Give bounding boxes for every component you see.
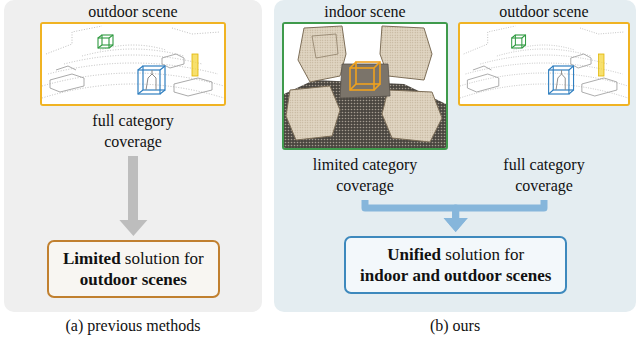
flow-arrow xyxy=(444,200,544,232)
panel-group: (b) ours indoor scene limited category co… xyxy=(274,0,636,341)
indoor-point-cloud xyxy=(284,24,446,148)
scene-image: indoor scene limited category coverage xyxy=(282,2,448,196)
scene-label: outdoor scene xyxy=(458,2,630,22)
solution-text: Limited solution for outdoor scenes xyxy=(63,248,204,290)
coverage-label: limited category coverage xyxy=(303,154,428,196)
panel-group: (a) previous methods outdoor scene xyxy=(4,0,262,341)
image-frame xyxy=(282,22,448,150)
image-frame xyxy=(458,22,630,106)
arrow-shaft xyxy=(456,200,544,218)
arrow-head xyxy=(444,218,468,232)
solution-box: Unified solution for indoor and outdoor … xyxy=(344,236,567,294)
arrow-shaft xyxy=(128,156,138,220)
solution-box: Limited solution for outdoor scenes xyxy=(47,240,220,298)
scene-label: outdoor scene xyxy=(40,2,226,22)
arrow-shaft xyxy=(365,200,456,218)
scene-image: outdoor scene ful xyxy=(40,2,226,152)
scene-label: indoor scene xyxy=(282,2,448,22)
arrow-head xyxy=(119,220,147,236)
scene-image: outdoor scene ful xyxy=(458,2,630,196)
coverage-label: full category coverage xyxy=(71,110,196,152)
solution-text: Unified solution for indoor and outdoor … xyxy=(360,244,551,286)
arrow-head xyxy=(444,218,468,232)
panel-caption: (b) ours xyxy=(274,316,636,336)
flow-arrow xyxy=(119,156,147,236)
coverage-label: full category coverage xyxy=(482,154,607,196)
lidar-scene xyxy=(42,24,224,104)
panel-caption: (a) previous methods xyxy=(4,316,262,336)
lidar-scene xyxy=(460,24,628,104)
image-frame xyxy=(40,22,226,106)
